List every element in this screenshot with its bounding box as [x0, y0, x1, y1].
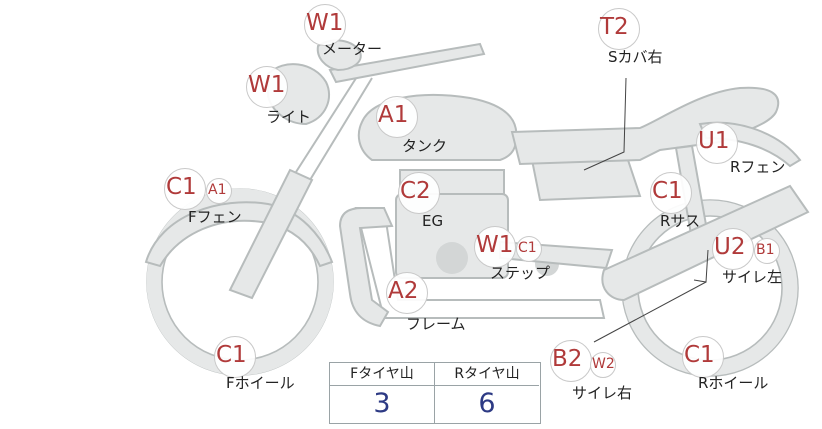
- part-label-front-fender: Fフェン: [188, 208, 242, 226]
- grade-code: W1: [306, 10, 344, 36]
- muffler-right-leader-line: [593, 281, 707, 343]
- muffler-shape: [601, 184, 810, 302]
- part-label-muffler-right: サイレ右: [572, 384, 633, 402]
- frame-lower-tube: [338, 207, 394, 328]
- fork-upper: [295, 71, 373, 181]
- front-fork-shape: [228, 168, 314, 300]
- tire-tread-table: Fタイヤ山 Rタイヤ山 3 6: [329, 362, 541, 424]
- grade-circle: [696, 122, 738, 164]
- grade-circle: [398, 172, 440, 214]
- handlebar-shape: [328, 42, 486, 84]
- grade-circle: [304, 4, 346, 46]
- grade-code: U2: [714, 234, 746, 260]
- grade-circle: [474, 226, 516, 268]
- grade-code: A2: [388, 278, 419, 304]
- part-label-rear-wheel: Rホイール: [698, 374, 769, 392]
- grade-code: W1: [248, 72, 286, 98]
- side-cover-shape: [530, 159, 642, 202]
- part-label-step: ステップ: [490, 264, 551, 282]
- grade-circle-small: [754, 238, 780, 264]
- grade-code-small: A1: [208, 182, 227, 198]
- grade-circle: [682, 336, 724, 378]
- meter-shape: [316, 39, 362, 72]
- part-label-engine: EG: [422, 212, 444, 230]
- part-label-light: ライト: [266, 108, 312, 126]
- grade-code: C1: [684, 342, 715, 368]
- grade-code: C1: [216, 342, 247, 368]
- part-label-meter: メーター: [322, 40, 383, 58]
- grade-code-small: B1: [756, 242, 775, 258]
- front-tread-header: Fタイヤ山: [330, 363, 434, 386]
- part-label-tank: タンク: [402, 137, 448, 155]
- grade-code: C1: [166, 174, 197, 200]
- grade-code: T2: [600, 14, 629, 40]
- seat-cover-leader-line: [583, 77, 627, 171]
- part-label-frame: フレーム: [406, 315, 466, 333]
- grade-code-small: C1: [518, 240, 537, 256]
- grade-code: A1: [378, 102, 409, 128]
- grade-code: U1: [698, 128, 730, 154]
- part-label-seat-cover-right: Sカバ右: [608, 48, 663, 66]
- grade-circle: [246, 66, 288, 108]
- grade-circle: [650, 172, 692, 214]
- grade-circle-small: [516, 236, 542, 262]
- front-tread-value: 3: [373, 388, 391, 419]
- rear-tread-value: 6: [478, 388, 496, 419]
- grade-code-small: W2: [592, 356, 615, 372]
- grade-circle: [712, 228, 754, 270]
- part-label-rear-suspension: Rサス: [660, 212, 701, 230]
- rear-tread-header: Rタイヤ山: [435, 363, 539, 386]
- table-divider: [434, 363, 435, 423]
- part-label-rear-fender: Rフェン: [730, 158, 786, 176]
- part-label-muffler-left: サイレ左: [722, 268, 783, 286]
- grade-circle: [376, 96, 418, 138]
- grade-code: B2: [552, 346, 583, 372]
- grade-circle: [598, 8, 640, 50]
- grade-code: C2: [400, 178, 431, 204]
- grade-circle-small: [206, 178, 232, 204]
- grade-circle: [164, 168, 206, 210]
- grade-code: C1: [652, 178, 683, 204]
- part-label-front-wheel: Fホイール: [226, 374, 295, 392]
- grade-circle-small: [590, 352, 616, 378]
- grade-code: W1: [476, 232, 514, 258]
- grade-circle: [214, 336, 256, 378]
- grade-circle: [386, 272, 428, 314]
